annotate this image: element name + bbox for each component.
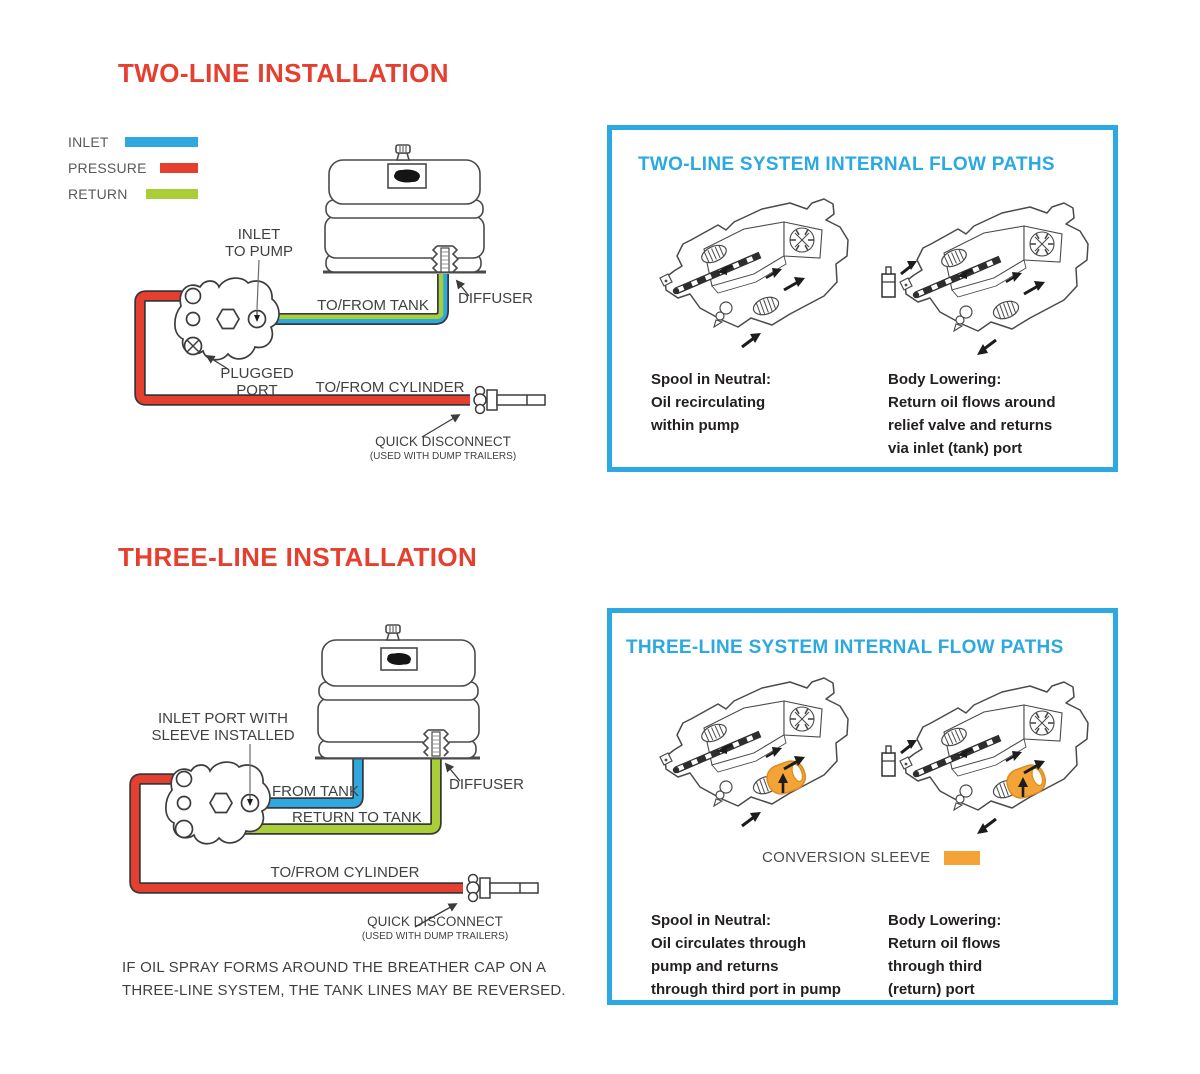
quick-disconnect-sublabel: (USED WITH DUMP TRAILERS): [370, 451, 516, 462]
pump-cutaway-body-lowering: [881, 202, 1089, 355]
legend-swatch-pressure: [160, 163, 198, 173]
tank-label-plate: [380, 647, 418, 671]
diffuser: [430, 244, 460, 273]
body-lowering-caption: Body Lowering: Return oil flows around r…: [888, 371, 1056, 457]
pressure-port: [184, 287, 202, 305]
three-line-panel-title: THREE-LINE SYSTEM INTERNAL FLOW PATHS: [626, 637, 1064, 658]
pressure-pipe-to-cylinder: [134, 290, 470, 406]
tank-label-plate: [387, 163, 427, 189]
line-color-legend: INLET PRESSURE RETURN: [68, 130, 198, 208]
two-line-panel-title: TWO-LINE SYSTEM INTERNAL FLOW PATHS: [638, 154, 1055, 175]
legend-label-inlet: INLET: [68, 134, 109, 150]
tank-pipe-dual: [257, 274, 449, 325]
two-line-title: TWO-LINE INSTALLATION: [118, 58, 449, 88]
conversion-sleeve-swatch: [944, 850, 981, 865]
reversed-lines-note: IF OIL SPRAY FORMS AROUND THE BREATHER C…: [122, 957, 602, 1002]
three-line-diagram: INLET PORT WITH SLEEVE INSTALLED FROM TA…: [129, 624, 539, 942]
inlet-to-pump-label: INLET: [238, 226, 281, 243]
three-line-flow-panel: THREE-LINE SYSTEM INTERNAL FLOW PATHS: [607, 608, 1118, 1005]
legend-row-return: RETURN: [68, 182, 198, 208]
inlet-pipe: [255, 759, 364, 809]
return-pipe: [184, 759, 442, 835]
pump-cutaway-spool-neutral-sleeve: [659, 677, 849, 828]
three-line-title: THREE-LINE INSTALLATION: [118, 542, 478, 572]
hex-plug: [209, 792, 233, 814]
body-lowering-caption: Body Lowering: Return oil flows through …: [888, 912, 1002, 998]
inlet-port-label-2: SLEEVE INSTALLED: [151, 727, 294, 744]
from-tank-label: FROM TANK: [272, 783, 359, 800]
pressure-port: [175, 770, 193, 788]
note-line-1: IF OIL SPRAY FORMS AROUND THE BREATHER C…: [122, 959, 547, 976]
to-from-tank-label: TO/FROM TANK: [317, 297, 429, 314]
tank: [315, 624, 480, 760]
quick-disconnect-label: QUICK DISCONNECT: [375, 434, 511, 449]
pump-cutaway-spool-neutral: [659, 198, 849, 349]
pump-body: [174, 277, 280, 361]
breather-cap: [395, 144, 411, 161]
spool-neutral-caption: Spool in Neutral: Oil circulates through…: [651, 912, 841, 998]
cylinder-icon: [881, 740, 917, 777]
legend-row-inlet: INLET: [68, 130, 198, 156]
legend-row-pressure: PRESSURE: [68, 156, 198, 182]
diffuser: [421, 728, 451, 757]
legend-label-return: RETURN: [68, 186, 128, 202]
plugged-port-label: PLUGGED: [220, 365, 294, 382]
quick-disconnect-fitting: [473, 385, 546, 415]
plugged-port-label-2: PORT: [236, 382, 277, 399]
legend-swatch-return: [146, 189, 198, 199]
breather-cap: [385, 624, 401, 641]
pressure-pipe-to-cylinder: [129, 773, 463, 894]
legend-swatch-inlet: [125, 137, 198, 147]
note-line-2: THREE-LINE SYSTEM, THE TANK LINES MAY BE…: [122, 981, 566, 999]
return-port: [174, 819, 194, 839]
inlet-to-pump-label-2: TO PUMP: [225, 243, 293, 260]
to-from-cylinder-label: TO/FROM CYLINDER: [271, 864, 420, 881]
diffuser-label: DIFFUSER: [449, 776, 524, 793]
legend-label-pressure: PRESSURE: [68, 160, 147, 176]
return-to-tank-label: RETURN TO TANK: [292, 809, 422, 826]
to-from-cylinder-label: TO/FROM CYLINDER: [316, 379, 465, 396]
quick-disconnect-label: QUICK DISCONNECT: [367, 914, 503, 929]
hex-plug: [216, 308, 240, 330]
plugged-port: [183, 336, 203, 356]
conversion-sleeve-label: CONVERSION SLEEVE: [762, 849, 931, 866]
pump-body: [165, 761, 271, 845]
inlet-port-label: INLET PORT WITH: [158, 710, 288, 727]
two-line-diagram: INLET TO PUMP TO/FROM TANK DIFFUSER PLUG…: [134, 144, 546, 462]
diffuser-label: DIFFUSER: [458, 290, 533, 307]
quick-disconnect-sublabel: (USED WITH DUMP TRAILERS): [362, 931, 508, 942]
pump-cutaway-body-lowering-sleeve: [881, 681, 1089, 834]
cylinder-icon: [881, 261, 917, 298]
tank: [323, 144, 486, 274]
quick-disconnect-fitting: [466, 873, 539, 903]
conversion-sleeve-row: CONVERSION SLEEVE: [762, 849, 981, 866]
spool-neutral-caption: Spool in Neutral: Oil recirculating with…: [651, 371, 771, 434]
two-line-flow-panel: TWO-LINE SYSTEM INTERNAL FLOW PATHS: [607, 125, 1118, 472]
